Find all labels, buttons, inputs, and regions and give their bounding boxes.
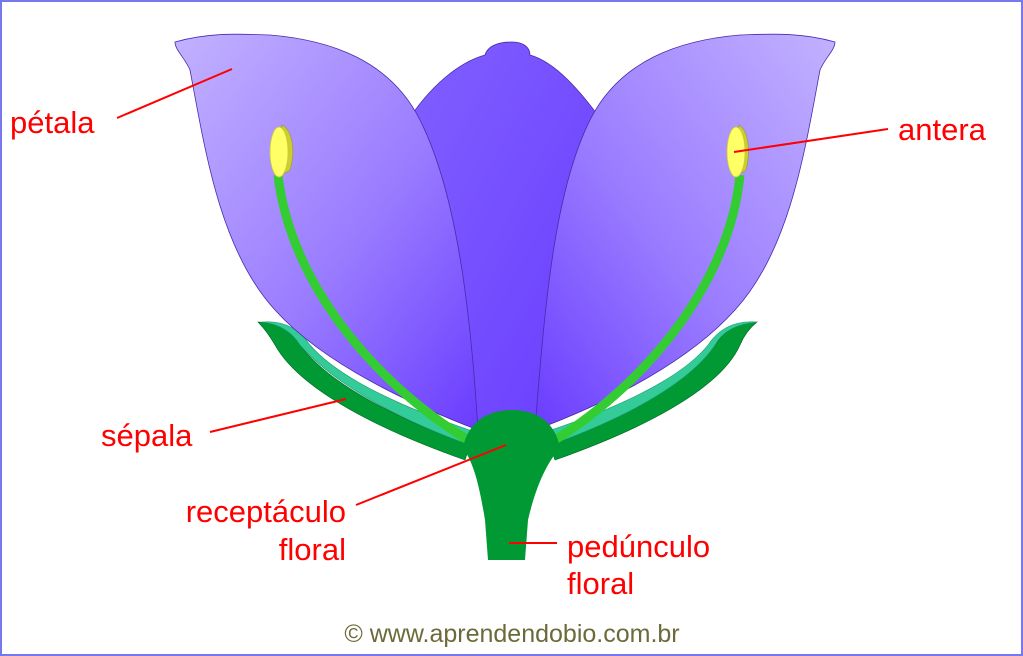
anther-left [269, 124, 294, 178]
label-pedunculo-line2: floral [567, 566, 634, 601]
leader-receptaculo [355, 444, 507, 506]
label-pedunculo-line1: pedúnculo [567, 529, 710, 564]
leader-antera [733, 128, 889, 153]
sepal-left [257, 321, 476, 461]
leader-petala [116, 68, 233, 119]
stamen-filament-right [552, 174, 745, 444]
label-antera: antera [898, 112, 987, 147]
label-receptaculo-line2: floral [279, 532, 346, 567]
stamen-filament-left [273, 174, 471, 444]
leader-sepala [209, 398, 347, 433]
label-petala: pétala [10, 105, 95, 140]
label-receptaculo-line1: receptáculo [186, 494, 346, 529]
label-sepala: sépala [101, 418, 193, 453]
credit-text: © www.aprendendobio.com.br [344, 620, 679, 648]
receptacle-peduncle [463, 410, 560, 560]
